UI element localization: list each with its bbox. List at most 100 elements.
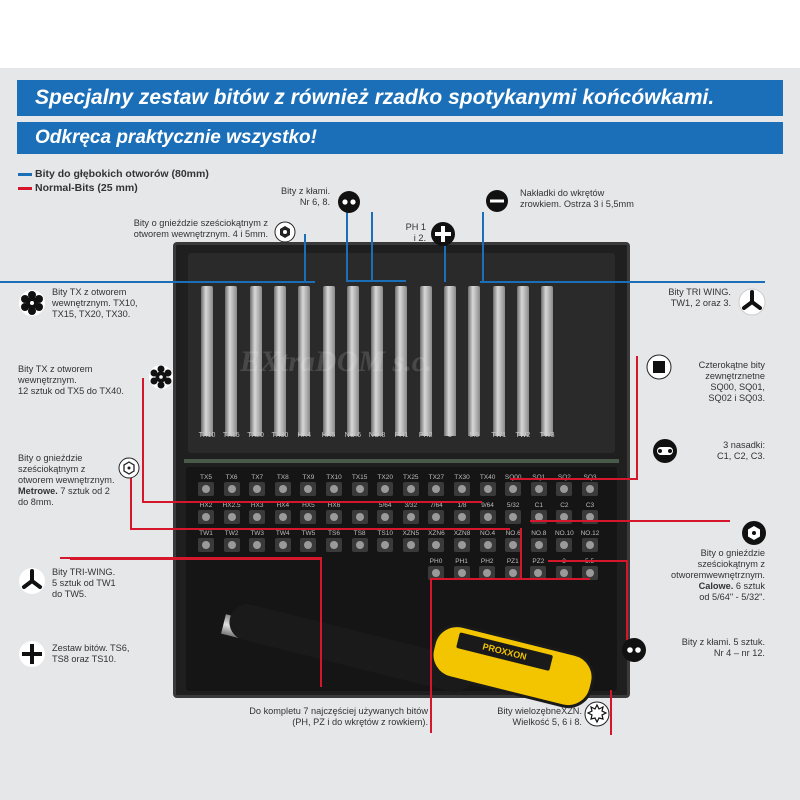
line-hex-deep-v (304, 234, 306, 282)
line-ph-v (444, 246, 446, 282)
small-bit (556, 566, 572, 580)
small-bit-label: XZN6 (428, 530, 445, 537)
callout-nasadki: 3 nasadki:C1, C2, C3. (717, 440, 765, 461)
small-bit (530, 538, 547, 552)
headline-banner: Specjalny zestaw bitów z również rzadko … (17, 80, 783, 116)
small-bit (530, 482, 547, 496)
small-bit (479, 482, 496, 496)
line-hex-metric (130, 528, 510, 530)
small-bit (428, 538, 445, 552)
line-xzn-v (610, 690, 612, 735)
small-bit-label: HX3 (250, 502, 264, 509)
small-bit-label: TX15 (351, 474, 368, 481)
torx-bit-icon (19, 290, 45, 316)
deep-bit (419, 286, 432, 436)
small-bit-label: 3/32 (404, 502, 418, 509)
deep-bit-label: TW3 (539, 432, 555, 439)
deep-bit-label: TW2 (515, 432, 531, 439)
small-bit-label: SQ1 (526, 474, 552, 481)
small-bit-label: C2 (560, 502, 569, 509)
small-bit-label: HX5 (302, 502, 315, 509)
legend-normal-label: Normal-Bits (25 mm) (35, 182, 138, 194)
small-bit (454, 538, 470, 552)
line-tx-normal-v (142, 378, 144, 502)
small-bit-label: TX6 (225, 474, 238, 481)
deep-bit-label: TW1 (491, 432, 506, 439)
watermark: EXtraDOM s.c. (240, 345, 433, 378)
small-bit (326, 510, 342, 524)
small-bit (428, 482, 445, 496)
deep-bit (371, 286, 384, 436)
line-claws-h (346, 280, 406, 282)
deep-bit (298, 286, 311, 436)
small-bit (428, 566, 444, 580)
small-bit-label: HX4 (276, 502, 290, 509)
small-bit-label: TX8 (276, 474, 289, 481)
line-kit-h (430, 578, 590, 580)
small-bit (198, 482, 214, 496)
callout-xzn: Bity wielozębneXZN.Wielkość 5, 6 i 8. (497, 706, 582, 727)
deep-bit-label: HX5 (321, 432, 336, 439)
deep-bit-label: HX4 (297, 432, 311, 439)
claw-bit-icon (338, 191, 360, 213)
deep-bit (322, 286, 335, 436)
line-square-v (636, 356, 638, 480)
small-bit-label: 7/64 (430, 502, 443, 509)
small-bit (377, 482, 394, 496)
small-bit-label: NO.4 (480, 530, 496, 537)
small-bit (351, 510, 368, 524)
small-bit (453, 566, 470, 580)
small-bit (249, 510, 266, 524)
small-bit (402, 510, 419, 524)
small-bit-label: NO.6 (505, 530, 521, 537)
small-bit-label: C1 (534, 502, 543, 509)
small-bit-label: TW2 (224, 530, 239, 537)
legend-deep: Bity do głębokich otworów (80mm) (18, 168, 209, 180)
line-ts-h (70, 558, 320, 560)
small-bit (223, 510, 240, 524)
small-bit-label: XZN8 (453, 530, 471, 537)
legend-deep-label: Bity do głębokich otworów (80mm) (35, 168, 209, 180)
small-bit-label: TS10 (377, 530, 393, 537)
deep-bit (249, 286, 262, 436)
line-tx-normal (142, 501, 482, 503)
line-tx-deep-2 (140, 281, 315, 283)
small-bit (300, 510, 317, 524)
small-bit (249, 538, 266, 552)
small-bit-label: SQ2 (551, 474, 577, 481)
deep-bit (492, 286, 505, 436)
callout-claws-12: Bity z kłami. 5 sztuk.Nr 4 – nr 12. (681, 637, 765, 658)
deep-bit-label: TX10 (198, 432, 216, 439)
small-bit (326, 538, 342, 552)
small-bit (504, 566, 521, 580)
small-bit-label: TX5 (200, 474, 212, 481)
line-claws-12-h (548, 560, 628, 562)
small-bit (326, 482, 342, 496)
deep-bit-label: NO.6 (344, 432, 361, 439)
small-bit-label: XZN5 (402, 530, 420, 537)
small-bit (351, 482, 368, 496)
subheadline-banner: Odkręca praktycznie wszystko! (17, 122, 783, 154)
small-bit (530, 566, 547, 580)
line-triwing-deep (480, 281, 765, 283)
deep-bit (273, 286, 286, 436)
callout-kit7: Do kompletu 7 najczęściej używanych bitó… (249, 706, 428, 727)
hex-inch-icon (742, 521, 766, 545)
legend-swatch-blue (18, 172, 32, 176)
small-bit (582, 538, 598, 552)
line-hex-metric-v (130, 470, 132, 529)
small-bit-label: TX40 (479, 474, 496, 481)
line-ts-dash (150, 557, 320, 559)
small-bit-label: 9/64 (481, 502, 494, 509)
small-bit-label: TX20 (377, 474, 393, 481)
deep-bit-label: PH1 (394, 432, 409, 439)
small-bit (223, 538, 240, 552)
tri-wing-normal-icon (19, 568, 45, 594)
small-bit (505, 482, 522, 496)
